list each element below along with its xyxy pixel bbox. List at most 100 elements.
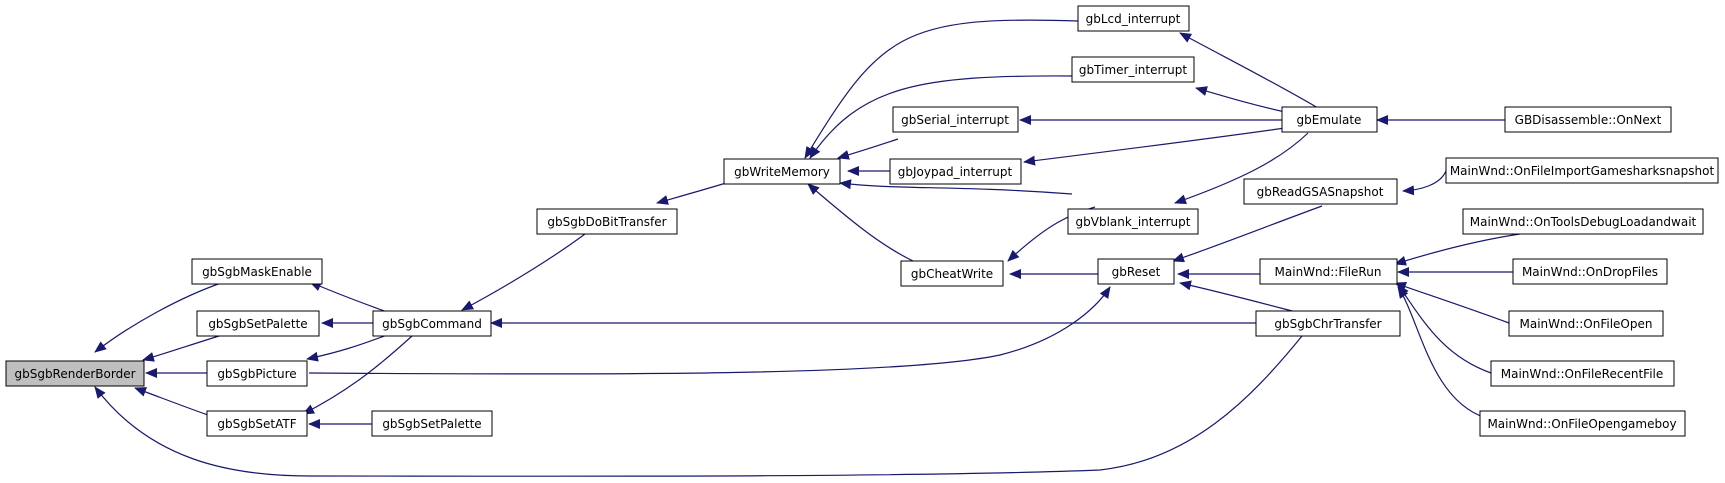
node-mainwnd-ondropfiles[interactable]: MainWnd::OnDropFiles [1512, 258, 1668, 285]
node-label: gbJoypad_interrupt [898, 165, 1013, 179]
node-gbreadgsasnapshot[interactable]: gbReadGSASnapshot [1243, 178, 1398, 205]
node-box [900, 260, 1004, 287]
node-gbsgbcommand[interactable]: gbSgbCommand [372, 310, 492, 337]
edge-command-to-mask-enable [309, 281, 388, 313]
edge-on-file-recent-file-to-file-run [1397, 284, 1492, 374]
node-box [889, 158, 1022, 185]
edge-command-to-set-atf [302, 335, 413, 415]
node-gbvblank-interrupt[interactable]: gbVblank_interrupt [1067, 208, 1199, 235]
node-gbsgbmaskenable[interactable]: gbSgbMaskEnable [191, 258, 323, 285]
edge-emulate-to-joypad-interrupt [1023, 127, 1286, 166]
node-label: gbSgbSetPalette [208, 317, 307, 331]
node-label: gbSgbPicture [217, 367, 296, 381]
node-box [1479, 410, 1686, 437]
edge-chr-transfer-to-render-border [94, 335, 1303, 477]
node-gbsgbpicture[interactable]: gbSgbPicture [206, 360, 308, 387]
edge-chr-transfer-to-reset [1179, 280, 1297, 313]
node-box [1445, 157, 1719, 184]
node-label: gbSgbSetATF [217, 417, 296, 431]
node-box [1255, 310, 1401, 337]
node-gbsgbsetatf[interactable]: gbSgbSetATF [206, 410, 308, 437]
node-label: gbSgbSetPalette [382, 417, 481, 431]
node-label: MainWnd::OnFileOpengameboy [1487, 417, 1676, 431]
edge-lcd-interrupt-to-write-memory [804, 19, 1079, 159]
node-box [892, 106, 1019, 133]
edge-vblank-interrupt-to-write-memory [839, 179, 1073, 195]
node-box [1097, 258, 1175, 285]
node-gblcd-interrupt[interactable]: gbLcd_interrupt [1077, 5, 1190, 32]
node-box [1067, 208, 1199, 235]
node-label: MainWnd::OnToolsDebugLoadandwait [1470, 215, 1697, 229]
node-label: gbReadGSASnapshot [1257, 185, 1384, 199]
edge-cheat-write-to-write-memory [807, 183, 914, 262]
node-mainwnd-onfileimportgamesharksnapshot[interactable]: MainWnd::OnFileImportGamesharksnapshot [1445, 157, 1719, 184]
node-label: MainWnd::OnFileRecentFile [1501, 367, 1664, 381]
node-box [1281, 106, 1378, 133]
node-label: MainWnd::OnDropFiles [1522, 265, 1658, 279]
node-box [372, 310, 492, 337]
node-gbwritememory[interactable]: gbWriteMemory [723, 158, 841, 185]
node-gbsgbsetpalette-bottom[interactable]: gbSgbSetPalette [371, 410, 493, 437]
edge-mask-enable-to-render-border [94, 281, 225, 353]
edge-serial-interrupt-to-write-memory [837, 138, 899, 160]
node-box [1512, 258, 1668, 285]
node-box [206, 410, 308, 437]
edge-emulate-to-lcd-interrupt [1179, 32, 1319, 109]
node-gbsgbsetpalette-left[interactable]: gbSgbSetPalette [196, 310, 320, 337]
node-gbsgbchrtransfer[interactable]: gbSgbChrTransfer [1255, 310, 1401, 337]
node-box [1490, 360, 1675, 387]
node-label: gbWriteMemory [734, 165, 830, 179]
node-box [1243, 178, 1398, 205]
node-gbjoypad-interrupt[interactable]: gbJoypad_interrupt [889, 158, 1022, 185]
edge-on-file-import-gameshark-to-read-gsa-snapshot [1402, 170, 1447, 196]
edge-emulate-to-timer-interrupt [1195, 86, 1286, 113]
edge-on-tools-debug-loadandwait-to-file-run [1394, 233, 1521, 266]
node-gbtimer-interrupt[interactable]: gbTimer_interrupt [1071, 56, 1195, 83]
node-label: GBDisassemble::OnNext [1515, 113, 1662, 127]
node-box [1462, 208, 1704, 235]
node-box [371, 410, 493, 437]
node-mainwnd-ontoolsdebugloadandwait[interactable]: MainWnd::OnToolsDebugLoadandwait [1462, 208, 1704, 235]
node-box [191, 258, 323, 285]
node-box [1504, 106, 1672, 133]
node-label: gbReset [1112, 265, 1161, 279]
node-mainwnd-onfileopen[interactable]: MainWnd::OnFileOpen [1508, 310, 1664, 337]
edge-do-bit-transfer-to-command [461, 233, 586, 311]
node-label: gbSgbRenderBorder [14, 367, 135, 381]
node-label: gbLcd_interrupt [1086, 12, 1181, 26]
node-box [5, 360, 145, 387]
node-box [536, 208, 678, 235]
node-label: gbEmulate [1297, 113, 1362, 127]
node-gbemulate[interactable]: gbEmulate [1281, 106, 1378, 133]
node-gbserial-interrupt[interactable]: gbSerial_interrupt [892, 106, 1019, 133]
node-label: gbCheatWrite [911, 267, 993, 281]
node-label: gbSgbDoBitTransfer [547, 215, 666, 229]
node-mainwnd-onfileopengameboy[interactable]: MainWnd::OnFileOpengameboy [1479, 410, 1686, 437]
edge-command-to-picture [306, 334, 388, 362]
node-gbreset[interactable]: gbReset [1097, 258, 1175, 285]
node-gbdisassemble-onnext[interactable]: GBDisassemble::OnNext [1504, 106, 1672, 133]
edge-layer [94, 19, 1521, 477]
edge-emulate-to-vblank-interrupt [1174, 132, 1309, 205]
node-box [1508, 310, 1664, 337]
node-mainwnd-onfilerecentfile[interactable]: MainWnd::OnFileRecentFile [1490, 360, 1675, 387]
node-label: MainWnd::OnFileImportGamesharksnapshot [1450, 164, 1715, 178]
node-label: gbTimer_interrupt [1079, 63, 1187, 77]
node-layer: gbSgbRenderBorder gbSgbMaskEnable gbSgbS… [5, 5, 1719, 437]
node-label: MainWnd::OnFileOpen [1519, 317, 1652, 331]
node-box [1077, 5, 1190, 32]
node-label: gbSerial_interrupt [901, 113, 1009, 127]
node-box [196, 310, 320, 337]
node-gbcheatwrite[interactable]: gbCheatWrite [900, 260, 1004, 287]
node-box [723, 158, 841, 185]
node-label: MainWnd::FileRun [1275, 265, 1382, 279]
node-gbsgbdobittransfer[interactable]: gbSgbDoBitTransfer [536, 208, 678, 235]
node-mainwnd-filerun[interactable]: MainWnd::FileRun [1259, 258, 1398, 285]
edge-read-gsa-snapshot-to-reset [1172, 205, 1323, 263]
node-label: gbVblank_interrupt [1076, 215, 1191, 229]
node-gbsgbrenderborder[interactable]: gbSgbRenderBorder [5, 360, 145, 387]
node-label: gbSgbChrTransfer [1274, 317, 1381, 331]
edge-set-atf-to-render-border [134, 387, 209, 416]
node-label: gbSgbMaskEnable [202, 265, 312, 279]
